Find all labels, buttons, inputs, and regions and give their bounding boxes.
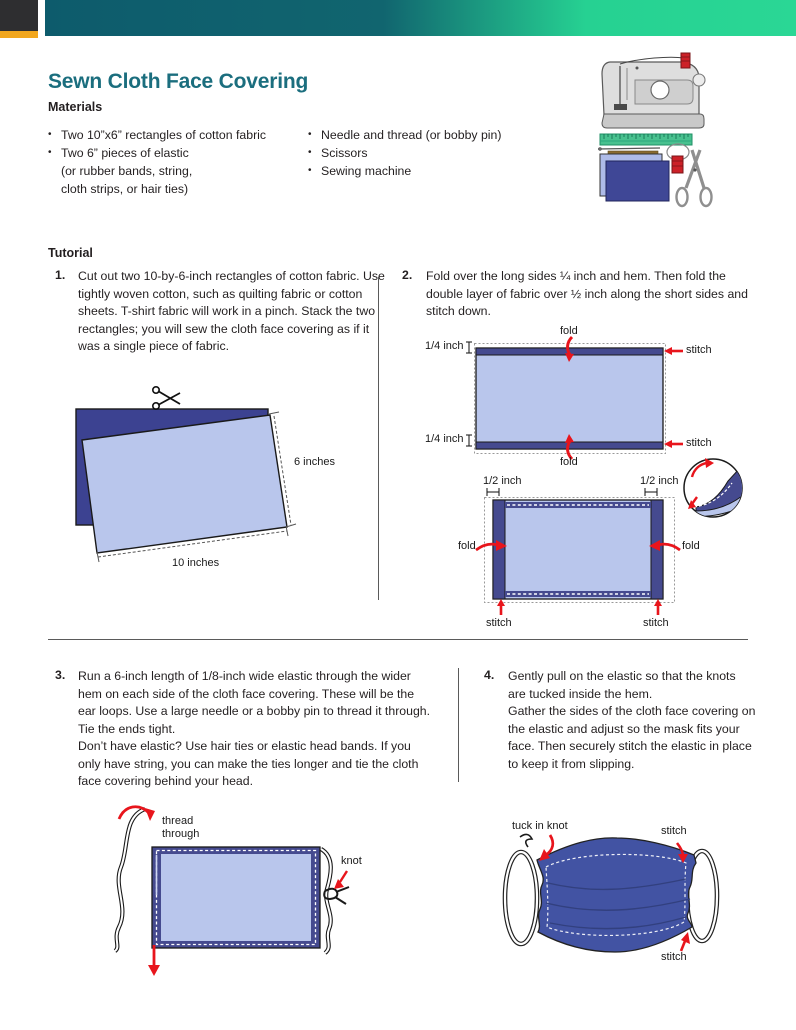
measure-mark bbox=[486, 488, 658, 496]
knot-arrow-icon bbox=[334, 870, 349, 889]
fold-arrow-icon bbox=[475, 540, 681, 552]
magnifier-detail bbox=[683, 458, 743, 518]
fold-label: fold bbox=[560, 456, 578, 468]
materials-list-right: •Needle and thread (or bobby pin) •Sciss… bbox=[308, 126, 548, 180]
width-dimension-label: 10 inches bbox=[172, 557, 220, 569]
knot-icon bbox=[323, 886, 350, 905]
list-item: •Two 6” pieces of elastic bbox=[48, 146, 189, 160]
thread-spool-icon bbox=[680, 52, 691, 69]
stitch-label: stitch bbox=[661, 951, 687, 963]
fabric-center bbox=[161, 854, 311, 941]
step-text: Run a 6-inch length of 1/8-inch wide ela… bbox=[78, 669, 431, 788]
half-inch-label: 1/2 inch bbox=[483, 475, 522, 487]
step1-diagram: 6 inches 10 inches bbox=[60, 385, 360, 580]
fabric-front-rectangle bbox=[81, 414, 288, 554]
step-number: 3. bbox=[55, 668, 66, 682]
tuck-in-knot-label: tuck in knot bbox=[512, 820, 568, 832]
bullet-icon: • bbox=[48, 147, 52, 158]
step2-hem-diagram: fold 1/4 inch stitch 1/4 inch stitch fol… bbox=[420, 323, 750, 473]
dimension-line bbox=[96, 411, 297, 563]
fold-crease bbox=[545, 878, 691, 930]
ruler-icon bbox=[599, 133, 693, 146]
banner-gradient-bar bbox=[45, 0, 796, 36]
needle-icon bbox=[597, 147, 661, 151]
stitch-label: stitch bbox=[686, 437, 712, 449]
fabric-swatch-icon bbox=[599, 153, 670, 202]
materials-list-left: •Two 10”x6” rectangles of cotton fabric … bbox=[48, 126, 308, 198]
stitch-label: stitch bbox=[686, 344, 712, 356]
fold-label: fold bbox=[458, 540, 476, 552]
scissors-icon bbox=[152, 385, 181, 410]
sewing-supplies-illustration bbox=[580, 50, 796, 220]
sewing-machine-icon bbox=[597, 52, 713, 208]
fabric-rectangle bbox=[492, 499, 664, 600]
list-item: •Sewing machine bbox=[308, 164, 412, 178]
quarter-inch-label: 1/4 inch bbox=[425, 340, 464, 352]
step-text: Cut out two 10-by-6-inch rectangles of c… bbox=[78, 269, 385, 353]
thread-arrow-icon bbox=[117, 805, 160, 976]
fold-label: fold bbox=[682, 540, 700, 552]
elastic-string bbox=[113, 807, 146, 953]
step-text: Fold over the long sides ¼ inch and hem.… bbox=[426, 269, 748, 318]
thread-through-label: thread through bbox=[162, 815, 200, 840]
step-text: Gently pull on the elastic so that the k… bbox=[508, 669, 756, 771]
step-number: 1. bbox=[55, 268, 66, 282]
banner-orange-strip bbox=[0, 31, 38, 38]
column-divider bbox=[458, 668, 459, 782]
step4-diagram: tuck in knot stitch stitch bbox=[480, 805, 760, 985]
height-dimension-label: 6 inches bbox=[294, 456, 335, 468]
section-divider bbox=[48, 639, 748, 640]
scissors-icon bbox=[675, 149, 713, 208]
fold-label: fold bbox=[560, 325, 578, 337]
column-divider bbox=[378, 277, 379, 600]
half-inch-label: 1/2 inch bbox=[640, 475, 679, 487]
page-title: Sewn Cloth Face Covering bbox=[48, 70, 309, 93]
bullet-icon: • bbox=[308, 129, 312, 140]
fold-arrow-icon bbox=[565, 335, 574, 461]
measure-mark bbox=[466, 341, 472, 447]
tutorial-heading: Tutorial bbox=[48, 246, 93, 260]
list-item: •Needle and thread (or bobby pin) bbox=[308, 128, 502, 142]
step2-side-fold-diagram: 1/2 inch 1/2 inch fold fold stitch stitc… bbox=[420, 455, 796, 640]
tuck-arrow-icon bbox=[539, 834, 555, 861]
stitch-label: stitch bbox=[661, 825, 687, 837]
stitch-label: stitch bbox=[643, 617, 669, 629]
thread-spool-icon bbox=[666, 143, 690, 174]
step-number: 4. bbox=[484, 668, 495, 682]
unfolded-outline bbox=[484, 497, 675, 603]
quarter-inch-label: 1/4 inch bbox=[425, 433, 464, 445]
unfolded-outline bbox=[474, 343, 666, 454]
step3-diagram: thread through knot bbox=[95, 795, 385, 995]
stitch-arrow-icon bbox=[497, 599, 662, 615]
bullet-icon: • bbox=[48, 129, 52, 140]
knot-end bbox=[519, 833, 534, 848]
fabric-rectangle bbox=[475, 347, 664, 450]
stitch-arrow-icon bbox=[675, 842, 690, 952]
bullet-icon: • bbox=[308, 147, 312, 158]
elastic-string bbox=[319, 847, 333, 955]
step-number: 2. bbox=[402, 268, 413, 282]
list-item: •Two 10”x6” rectangles of cotton fabric bbox=[48, 128, 267, 142]
knot-label: knot bbox=[341, 855, 362, 867]
bullet-icon: • bbox=[308, 165, 312, 176]
stitch-line bbox=[155, 849, 317, 946]
materials-heading: Materials bbox=[48, 100, 103, 114]
list-item: •cloth strips, or hair ties) bbox=[61, 182, 189, 196]
list-item: •Scissors bbox=[308, 146, 368, 160]
stitch-arrow-icon bbox=[664, 347, 683, 448]
banner-dark-block bbox=[0, 0, 38, 31]
list-item: •(or rubber bands, string, bbox=[61, 164, 193, 178]
stitch-label: stitch bbox=[486, 617, 512, 629]
